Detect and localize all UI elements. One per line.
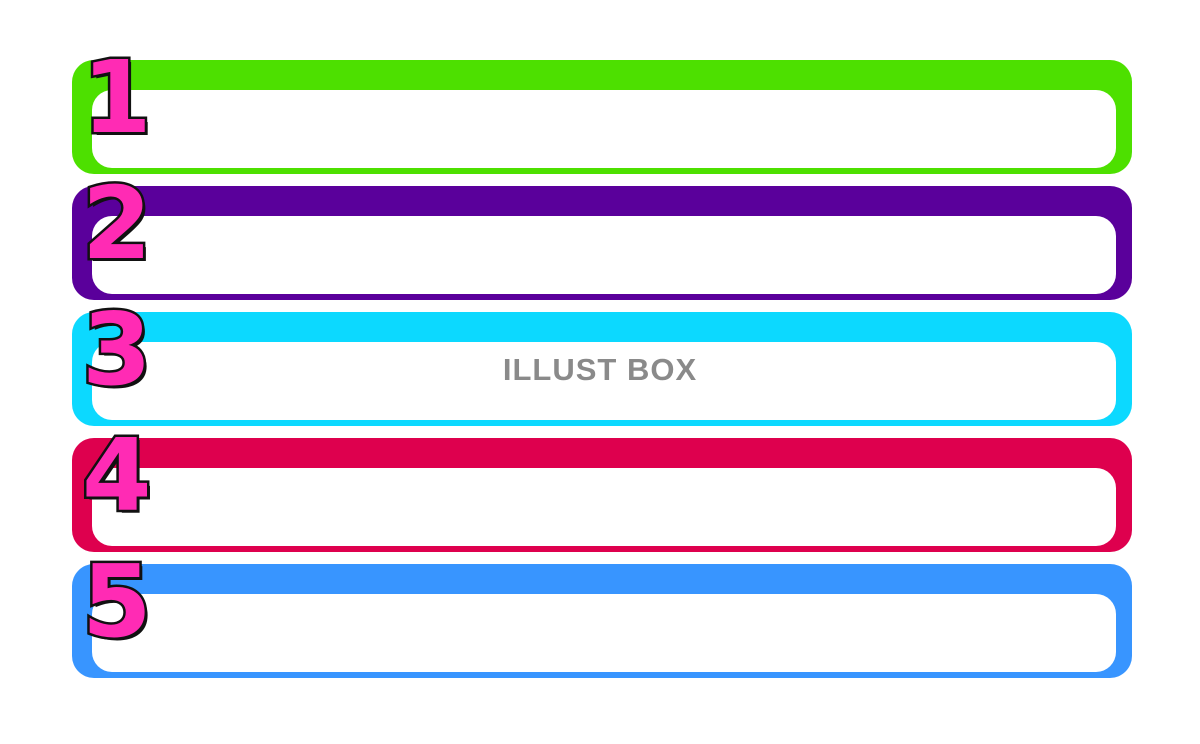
numbered-frame-2: 2 [72,171,1132,300]
frame-number-2: 2 [80,165,155,282]
frame-blank-area [92,468,1116,546]
numbered-frame-3: 3 [72,297,1132,426]
frame-blank-area [92,90,1116,168]
frame-number-5: 5 [80,543,155,660]
frame-blank-area [92,342,1116,420]
frame-number-1: 1 [80,39,155,156]
frame-number-4: 4 [80,417,155,534]
numbered-frame-1: 1 [72,45,1132,174]
numbered-frame-5: 5 [72,549,1132,678]
frame-blank-area [92,594,1116,672]
watermark-text: ILLUST BOX [502,352,698,387]
frame-number-3: 3 [80,291,155,408]
frame-blank-area [92,216,1116,294]
numbered-frame-4: 4 [72,423,1132,552]
numbered-frame-list: 1 2 3 4 5 [72,45,1132,690]
